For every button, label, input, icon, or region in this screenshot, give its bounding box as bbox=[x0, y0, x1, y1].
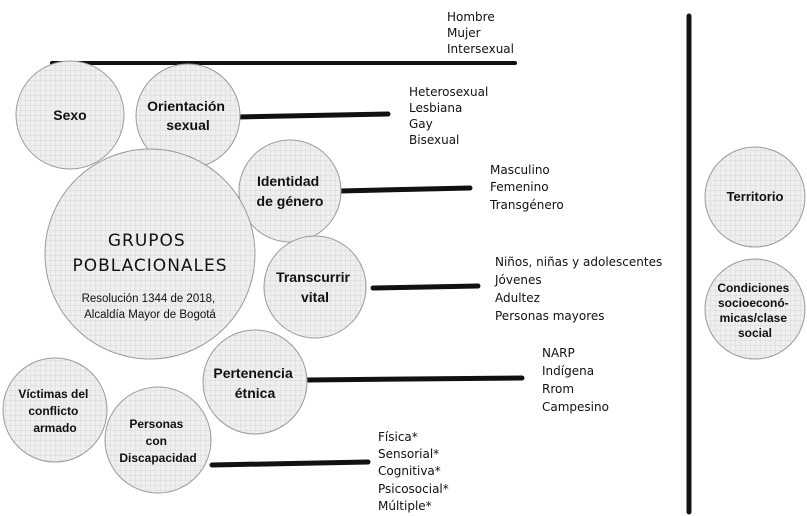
label-line: vital bbox=[301, 289, 329, 305]
label-sexo: Sexo bbox=[53, 107, 86, 123]
label-orientacion: Orientación sexual bbox=[147, 98, 229, 133]
circle-discapacidad bbox=[104, 386, 212, 494]
circle-condiciones bbox=[704, 258, 806, 360]
list-item: Niños, niñas y adolescentes bbox=[495, 255, 662, 269]
list-item: Sensorial* bbox=[378, 447, 439, 461]
list-item: NARP bbox=[542, 346, 575, 360]
label-condiciones: Condiciones socioeconó- micas/clase soci… bbox=[717, 281, 792, 340]
label-line: Identidad bbox=[257, 173, 319, 189]
circle-pertenencia bbox=[202, 329, 308, 435]
center-title: GRUPOS POBLACIONALES bbox=[72, 231, 227, 276]
connector-identidad bbox=[337, 185, 473, 194]
label-line: Territorio bbox=[727, 189, 784, 204]
list-item: Transgénero bbox=[489, 198, 564, 212]
list-discapacidad: Física* Sensorial* Cognitiva* Psicosocia… bbox=[378, 430, 453, 513]
list-item: Indígena bbox=[542, 364, 594, 378]
circle-identidad bbox=[238, 139, 342, 243]
circle-territorio bbox=[704, 146, 806, 248]
circle-sexo bbox=[15, 60, 125, 170]
connector-pertenencia bbox=[304, 375, 525, 383]
list-item: Heterosexual bbox=[409, 85, 488, 99]
list-item: Mujer bbox=[447, 26, 481, 40]
list-item: Lesbiana bbox=[409, 101, 462, 115]
list-identidad: Masculino Femenino Transgénero bbox=[489, 163, 564, 212]
label-line: armado bbox=[33, 421, 76, 435]
label-line: con bbox=[146, 434, 167, 448]
label-line: sexual bbox=[166, 117, 210, 133]
center-subtitle-line: Alcaldía Mayor de Bogotá bbox=[84, 309, 216, 321]
list-item: Personas mayores bbox=[495, 309, 605, 323]
label-territorio: Territorio bbox=[727, 189, 784, 204]
connector-discapacidad bbox=[209, 459, 371, 468]
list-transcurrir: Niños, niñas y adolescentes Jóvenes Adul… bbox=[494, 255, 666, 323]
label-line: Transcurrir bbox=[276, 269, 350, 285]
center-title-line: POBLACIONALES bbox=[72, 256, 227, 276]
list-sexo: Hombre Mujer Intersexual bbox=[447, 10, 514, 56]
center-subtitle: Resolución 1344 de 2018, Alcaldía Mayor … bbox=[82, 293, 219, 321]
label-line: Orientación bbox=[147, 98, 225, 114]
label-line: Pertenencia bbox=[213, 365, 293, 381]
list-item: Rrom bbox=[542, 382, 574, 396]
label-line: socioeconó- bbox=[718, 296, 789, 310]
circle-victimas bbox=[2, 357, 108, 463]
list-orientacion: Heterosexual Lesbiana Gay Bisexual bbox=[409, 85, 492, 147]
center-subtitle-line: Resolución 1344 de 2018, bbox=[82, 293, 216, 305]
list-item: Adultez bbox=[495, 291, 540, 305]
label-line: social bbox=[738, 326, 772, 340]
label-victimas: Víctimas del conflicto armado bbox=[18, 387, 91, 435]
label-line: Discapacidad bbox=[119, 451, 196, 465]
list-item: Bisexual bbox=[409, 133, 459, 147]
list-item: Femenino bbox=[490, 180, 549, 194]
label-line: micas/clase bbox=[720, 311, 788, 325]
circle-transcurrir bbox=[263, 235, 367, 339]
list-item: Masculino bbox=[490, 163, 550, 177]
label-line: Personas bbox=[129, 417, 183, 431]
label-identidad: Identidad de género bbox=[257, 173, 324, 209]
label-pertenencia: Pertenencia étnica bbox=[213, 365, 296, 401]
list-item: Psicosocial* bbox=[378, 482, 449, 496]
list-pertenencia: NARP Indígena Rrom Campesino bbox=[542, 346, 609, 414]
list-item: Gay bbox=[409, 117, 433, 131]
label-line: Víctimas del bbox=[18, 387, 88, 401]
list-item: Física* bbox=[378, 430, 418, 444]
label-line: étnica bbox=[235, 385, 276, 401]
label-line: de género bbox=[257, 193, 324, 209]
list-item: Cognitiva* bbox=[378, 464, 441, 478]
list-item: Múltiple* bbox=[378, 499, 432, 513]
label-discapacidad: Personas con Discapacidad bbox=[119, 417, 196, 465]
connector-transcurrir bbox=[370, 283, 481, 291]
label-line: conflicto bbox=[28, 404, 78, 418]
list-item: Jóvenes bbox=[494, 273, 542, 287]
label-line: Sexo bbox=[53, 107, 86, 123]
list-item: Campesino bbox=[542, 400, 609, 414]
list-item: Hombre bbox=[447, 10, 495, 24]
list-item: Intersexual bbox=[447, 42, 514, 56]
label-transcurrir: Transcurrir vital bbox=[276, 269, 354, 305]
center-title-line: GRUPOS bbox=[108, 231, 186, 251]
circle-grupos-poblacionales bbox=[44, 148, 256, 360]
connector-orientacion bbox=[235, 111, 391, 120]
label-line: Condiciones bbox=[717, 281, 789, 295]
